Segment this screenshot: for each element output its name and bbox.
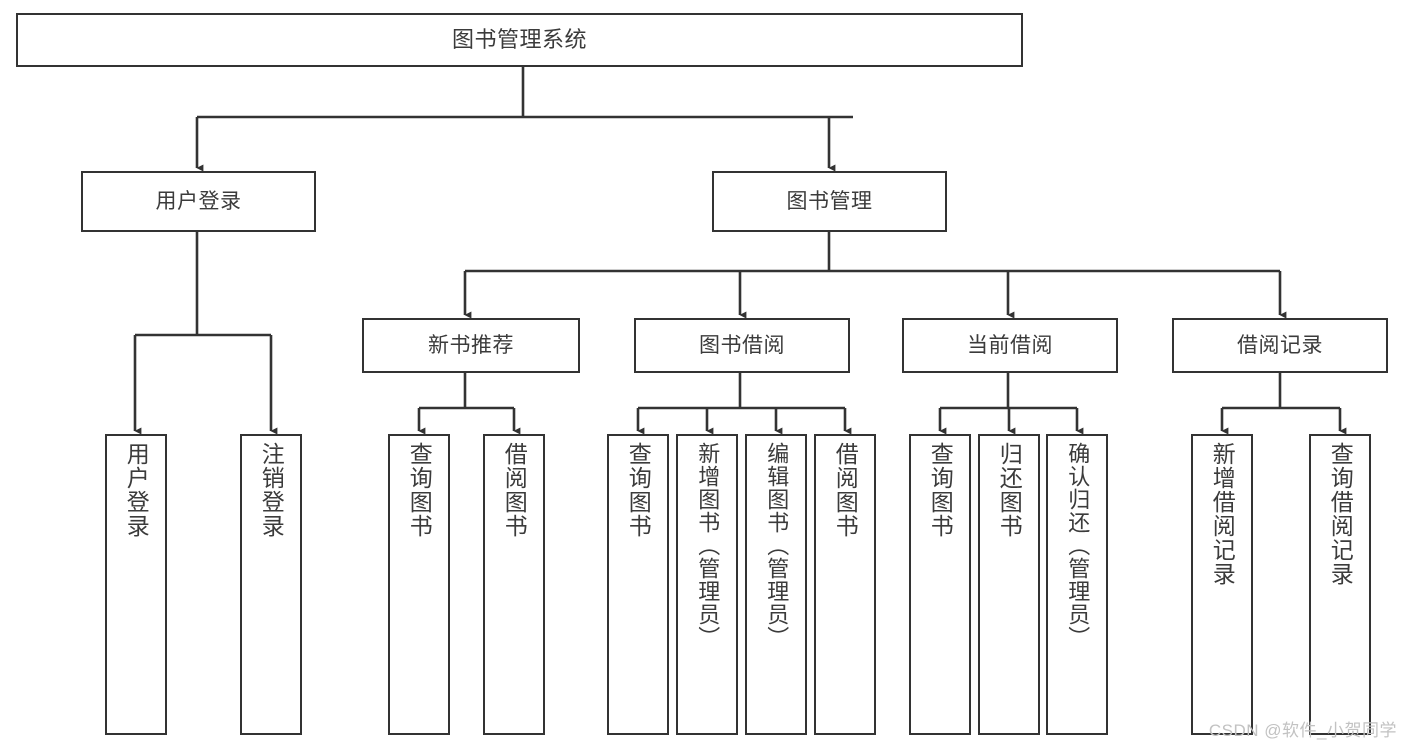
node-book-manage-label: 图书管理	[786, 189, 873, 213]
node-leaf-confirm-return: 确认归还（管理员）	[1046, 434, 1108, 735]
node-leaf-edit-book: 编辑图书（管理员）	[745, 434, 807, 735]
node-leaf-logout: 注销登录	[240, 434, 302, 735]
node-book-manage: 图书管理	[712, 171, 947, 232]
node-borrow-record: 借阅记录	[1172, 318, 1388, 373]
node-leaf-borrow-book-2-label: 借阅图书	[832, 442, 859, 538]
node-book-borrow: 图书借阅	[634, 318, 850, 373]
node-leaf-user-login-label: 用户登录	[123, 442, 150, 538]
node-leaf-add-record-label: 新增借阅记录	[1209, 442, 1236, 586]
node-borrow-record-label: 借阅记录	[1237, 333, 1323, 357]
node-leaf-query-record-label: 查询借阅记录	[1327, 442, 1354, 586]
watermark: CSDN @软件_小贺同学	[1208, 721, 1397, 740]
node-leaf-user-login: 用户登录	[105, 434, 167, 735]
node-leaf-return-book: 归还图书	[978, 434, 1040, 735]
node-leaf-query-book-1: 查询图书	[388, 434, 450, 735]
node-leaf-borrow-book-2: 借阅图书	[814, 434, 876, 735]
node-leaf-query-book-3: 查询图书	[909, 434, 971, 735]
node-user-login-label: 用户登录	[155, 189, 242, 213]
node-user-login: 用户登录	[81, 171, 316, 232]
node-leaf-query-book-3-label: 查询图书	[927, 442, 954, 538]
node-leaf-query-book-2-label: 查询图书	[625, 442, 652, 538]
node-leaf-add-book: 新增图书（管理员）	[676, 434, 738, 735]
node-current-borrow: 当前借阅	[902, 318, 1118, 373]
node-leaf-borrow-book-1-label: 借阅图书	[501, 442, 528, 538]
node-leaf-return-book-label: 归还图书	[996, 442, 1023, 538]
node-current-borrow-label: 当前借阅	[967, 333, 1053, 357]
node-new-book-recommend-label: 新书推荐	[428, 333, 514, 357]
node-leaf-add-record: 新增借阅记录	[1191, 434, 1253, 735]
node-leaf-logout-label: 注销登录	[258, 442, 285, 538]
node-leaf-edit-book-label: 编辑图书（管理员）	[764, 442, 790, 649]
node-leaf-query-book-1-label: 查询图书	[406, 442, 433, 538]
node-leaf-query-book-2: 查询图书	[607, 434, 669, 735]
node-leaf-borrow-book-1: 借阅图书	[483, 434, 545, 735]
node-book-borrow-label: 图书借阅	[699, 333, 785, 357]
node-root: 图书管理系统	[16, 13, 1023, 67]
node-root-label: 图书管理系统	[451, 26, 587, 52]
node-leaf-query-record: 查询借阅记录	[1309, 434, 1371, 735]
node-new-book-recommend: 新书推荐	[362, 318, 580, 373]
node-leaf-confirm-return-label: 确认归还（管理员）	[1065, 442, 1091, 649]
node-leaf-add-book-label: 新增图书（管理员）	[695, 442, 721, 649]
